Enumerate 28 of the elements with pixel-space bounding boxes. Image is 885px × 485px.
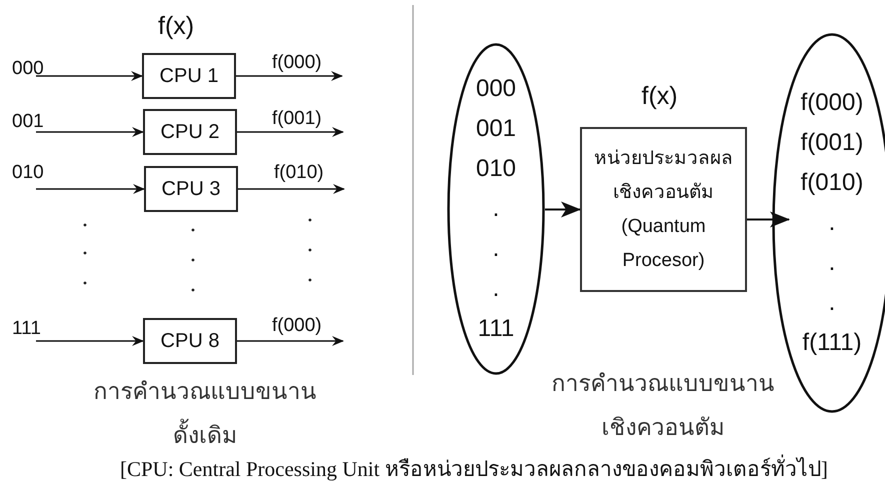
edge-label: f(000) xyxy=(272,52,322,74)
edge-label: f(010) xyxy=(274,162,324,184)
input-label: 000 xyxy=(12,58,44,82)
arrow xyxy=(36,184,145,194)
input-label: 010 xyxy=(12,162,44,186)
function-label: f(x) xyxy=(158,12,194,41)
caption: [CPU: Central Processing Unit หรือหน่วยประมวลผลกลางของคอมพิวเตอร์ทั่วไป] xyxy=(120,452,828,485)
arrow xyxy=(237,336,344,346)
input-label: 111 xyxy=(12,318,41,342)
process-box: CPU 1 xyxy=(142,53,236,99)
edge-label: f(001) xyxy=(272,108,322,130)
arrow xyxy=(236,71,343,81)
arrow xyxy=(237,127,344,137)
set-ellipse: 000 001 010 . . . 111 xyxy=(447,43,545,375)
arrow xyxy=(36,127,144,137)
arrow xyxy=(36,71,143,81)
arrow xyxy=(747,212,790,228)
arrow xyxy=(545,202,581,218)
process-box: CPU 3 xyxy=(144,166,238,212)
process-box: CPU 2 xyxy=(143,109,237,155)
process-box: CPU 8 xyxy=(143,318,237,364)
edge-label: f(000) xyxy=(272,315,322,337)
caption-text: การคำนวณแบบขนานดั้งเดิม xyxy=(92,378,318,450)
arrow xyxy=(36,336,144,346)
arrow xyxy=(238,184,345,194)
function-label: f(x) xyxy=(642,82,678,111)
input-label: 001 xyxy=(12,111,44,135)
processor-box: หน่วยประมวลผลเชิงควอนตัม (Quantum Procesor) xyxy=(580,127,747,292)
